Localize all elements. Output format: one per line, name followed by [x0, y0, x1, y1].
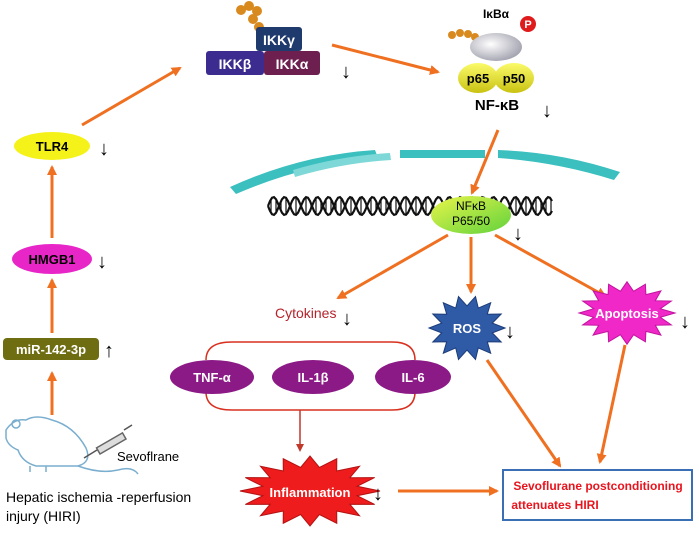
nfkb-complex: IκBα P p65 p50 NF-κB [448, 7, 536, 114]
apoptosis-down-indicator: ↓ [680, 311, 690, 333]
mir-label: miR-142-3p [16, 342, 86, 357]
mir-node [3, 338, 99, 360]
arrow-ikk-to-nfkb [331, 43, 440, 75]
p50-label: p50 [503, 71, 525, 86]
syringe-icon [83, 424, 133, 459]
arrow-nfkb-to-cytokines [336, 233, 449, 300]
ikk-gamma-label: IKKγ [263, 32, 295, 48]
p65-shape [458, 63, 498, 93]
hmgb1-node [12, 244, 92, 274]
nfkb-nuclear-line2: P65/50 [452, 214, 490, 228]
outcome-line2: attenuates HIRI [511, 498, 598, 512]
cytokines-down-indicator: ↓ [342, 308, 352, 330]
ikk-alpha-box [264, 51, 320, 75]
il1b-node [272, 360, 354, 394]
ikk-beta-label: IKKβ [219, 56, 252, 72]
hmgb1-down-indicator: ↓ [97, 251, 107, 273]
outcome-line1: Sevoflurane postconditioning [513, 479, 682, 493]
hiri-label-line2: injury (HIRI) [6, 508, 81, 524]
dna-strand [266, 195, 553, 217]
nuclear-membrane [230, 150, 620, 194]
p65-label: p65 [467, 71, 489, 86]
nfkb-nuclear-shape [431, 196, 511, 234]
tlr4-label: TLR4 [36, 139, 69, 154]
ros-label: ROS [453, 321, 482, 336]
apoptosis-burst [577, 280, 677, 346]
cytokines-label: Cytokines [275, 305, 336, 321]
phospho-badge [520, 16, 536, 32]
ikk-gamma-box [256, 27, 302, 51]
il6-label: IL-6 [401, 370, 424, 385]
hmgb1-label: HMGB1 [29, 252, 76, 267]
nfkb-label: NF-κB [475, 97, 519, 114]
ikk-down-indicator: ↓ [341, 61, 351, 83]
p50-shape [494, 63, 534, 93]
ikk-complex: IKKγ IKKβ IKKα [206, 1, 320, 75]
ros-down-indicator: ↓ [505, 321, 515, 343]
outcome-box [502, 469, 693, 521]
nfkb-nuclear-line1: NFκB [456, 199, 486, 213]
arrow-tlr4-to-ikk [81, 66, 182, 127]
ikba-shape [470, 33, 522, 61]
ikk-alpha-label: IKKα [276, 56, 309, 72]
arrow-apoptosis-to-outcome [596, 344, 627, 464]
hiri-label-line1: Hepatic ischemia -reperfusion [6, 489, 191, 505]
nfkb-down-indicator: ↓ [542, 100, 552, 122]
il6-node [375, 360, 451, 394]
arrow-nfkb-to-apoptosis [494, 233, 607, 298]
apoptosis-label: Apoptosis [595, 306, 659, 321]
arrow-ros-to-outcome [485, 359, 562, 468]
il1b-label: IL-1β [297, 370, 328, 385]
ros-burst [427, 295, 507, 361]
ikk-beta-box [206, 51, 264, 75]
nfkb-nuclear-down-indicator: ↓ [513, 223, 523, 245]
cytokine-bracket-top [205, 341, 416, 361]
arrow-nfkb-to-nucleus [470, 129, 500, 195]
phospho-label: P [524, 19, 531, 31]
tlr4-down-indicator: ↓ [99, 138, 109, 160]
tlr4-node [14, 132, 90, 160]
inflammation-burst [239, 455, 381, 527]
ikba-label: IκBα [483, 7, 510, 21]
inflammation-down-indicator: ↓ [373, 483, 383, 505]
sevoflrane-label: Sevoflrane [117, 449, 179, 464]
mouse-icon [5, 416, 139, 475]
arrows [47, 43, 627, 496]
tnf-label: TNF-α [193, 370, 231, 385]
mir-up-indicator: ↑ [104, 340, 114, 362]
cytokine-bracket-bottom [205, 391, 416, 411]
ubiquitin-chain-icon [448, 29, 479, 41]
tnf-node [170, 360, 254, 394]
inflammation-label: Inflammation [270, 485, 351, 500]
